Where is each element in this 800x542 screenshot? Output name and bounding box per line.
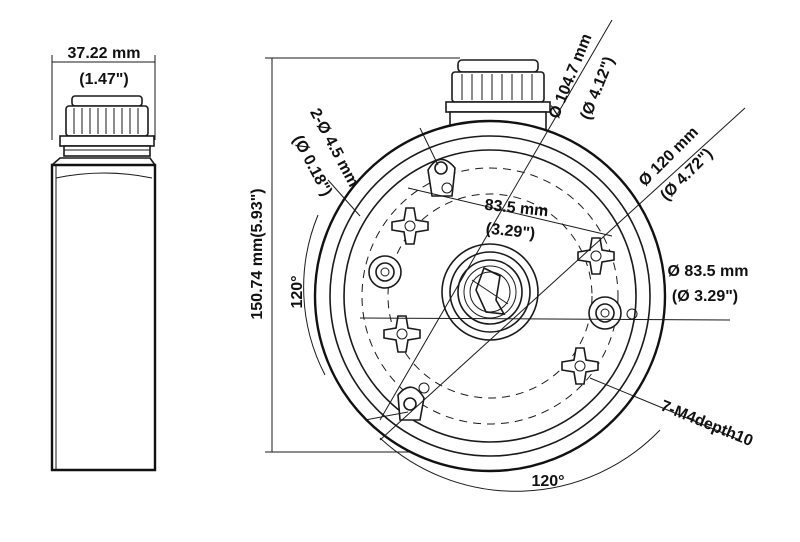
- thread-insert-1: [391, 207, 429, 245]
- front-view: 150.74 mm(5.93") 120°: [249, 19, 746, 492]
- dia-83-leader: [359, 317, 731, 321]
- side-cable-gland: [59, 95, 155, 157]
- inner-wall: [343, 149, 637, 443]
- thread-insert-2: [383, 315, 421, 353]
- boss-left: [368, 255, 402, 289]
- dia-104-leader: [379, 19, 613, 421]
- mount-hole-bottom: [397, 382, 430, 421]
- side-inner-curve: [55, 172, 153, 179]
- chord-mm-label: 83.5 mm: [484, 197, 549, 221]
- angle-left-arc: [303, 214, 326, 376]
- chord-in-label: (3.29"): [485, 220, 536, 242]
- side-width-mm-label: 37.22 mm: [68, 45, 141, 62]
- dia-83-in-label: (Ø 3.29"): [672, 288, 738, 305]
- height-label: 150.74 mm(5.93"): [249, 188, 266, 319]
- bolt-circle-120: [361, 167, 619, 425]
- side-body: [50, 163, 157, 472]
- holes-leader: [327, 179, 361, 217]
- chord-leader: [407, 187, 613, 237]
- holes-leader-2: [419, 127, 439, 166]
- bolt-circle-83: [387, 193, 593, 399]
- outer-rim-inner: [329, 135, 651, 457]
- bottom-hole-leader: [364, 411, 409, 421]
- angle-bottom-label: 120°: [531, 473, 564, 490]
- side-top-flange: [51, 157, 156, 166]
- dia-83-mm-label: Ø 83.5 mm: [668, 263, 749, 280]
- angle-left-label: 120°: [289, 275, 306, 308]
- side-view: 37.22 mm (1.47"): [50, 45, 157, 472]
- boss-right: [588, 296, 638, 330]
- center-conduit: [441, 243, 539, 341]
- leader-lines: [327, 19, 746, 441]
- angle-bottom-arc: [379, 429, 661, 492]
- thread-insert-3: [577, 237, 615, 275]
- thread-leader: [589, 377, 741, 441]
- dia-120-leader: [379, 107, 746, 441]
- thread-insert-4: [561, 347, 599, 385]
- thread-label: 7-M4depth10: [658, 398, 755, 450]
- side-width-in-label: (1.47"): [79, 71, 128, 88]
- mount-hole-top: [427, 158, 456, 197]
